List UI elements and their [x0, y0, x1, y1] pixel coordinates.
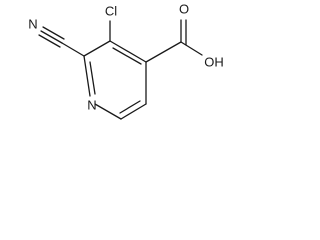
- bond-triple-b: [42, 26, 65, 40]
- atom-label-hydroxyl: OH: [204, 55, 224, 70]
- bond-n1-c2-inner: [89, 61, 96, 95]
- bond-c4-ccooh: [145, 41, 182, 63]
- bond-c3-c4: [109, 40, 147, 63]
- bond-c3-c4-inner: [112, 47, 142, 65]
- bond-triple-a: [40, 30, 63, 44]
- bond-c5-c6-inner: [119, 100, 141, 114]
- nitrile-group: [38, 26, 85, 57]
- bond-c6-n1: [94, 103, 122, 120]
- bond-c-oh: [180, 41, 203, 56]
- bond-triple-c: [38, 34, 61, 48]
- bond-n1-c2: [83, 55, 91, 97]
- atom-label-ring-nitrogen: N: [87, 98, 96, 113]
- bond-c2-cn: [61, 42, 85, 57]
- pyridine-ring: [83, 40, 147, 120]
- bond-c2-c3: [83, 40, 111, 57]
- bond-c5-c6: [120, 103, 147, 120]
- atom-label-chlorine: Cl: [105, 4, 117, 19]
- carboxyl-group: [145, 19, 203, 63]
- atom-label-nitrile-nitrogen: N: [28, 17, 37, 32]
- atom-label-carbonyl-oxygen: O: [179, 2, 189, 17]
- chemical-structure: N N Cl O OH: [28, 2, 224, 120]
